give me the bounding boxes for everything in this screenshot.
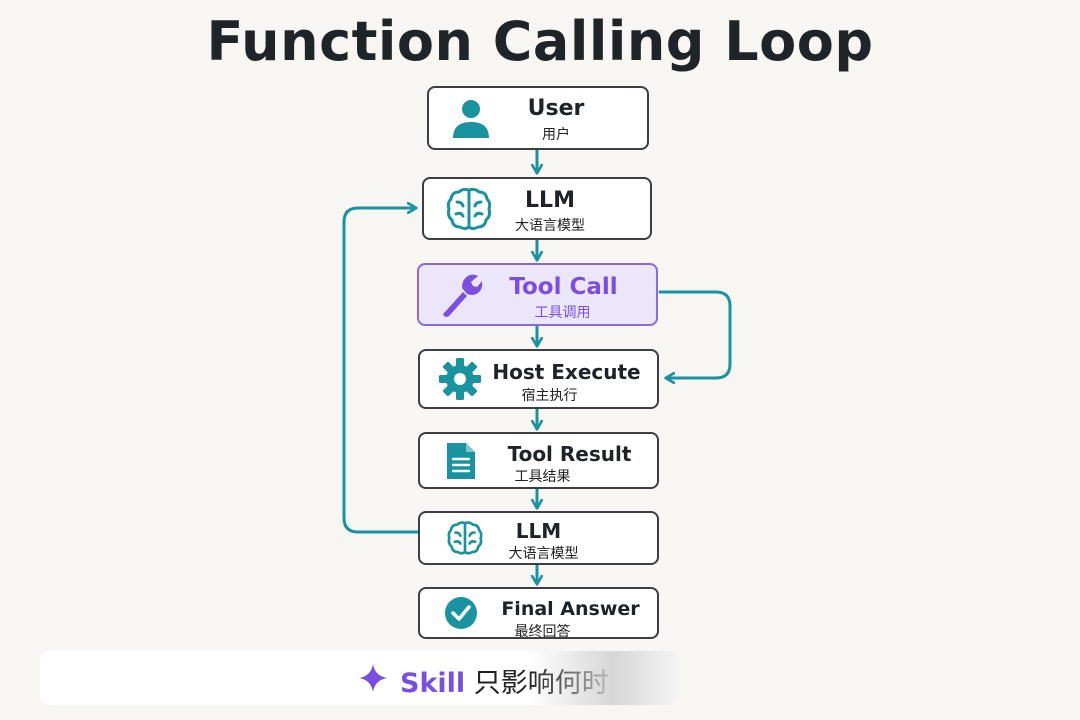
node-label: Final Answer — [501, 598, 640, 620]
brain-icon — [446, 187, 492, 230]
node-sublabel: 用户 — [542, 127, 570, 143]
document-icon — [447, 442, 475, 479]
node-label: User — [527, 96, 585, 121]
wrench-icon — [443, 274, 483, 317]
node-tool-call: Tool Call 工具调用 — [417, 263, 658, 326]
node-llm: LLM 大语言模型 — [422, 177, 652, 240]
check-circle-icon — [445, 597, 477, 629]
gear-icon — [439, 358, 481, 400]
node-label: LLM — [515, 519, 562, 543]
node-final-answer: Final Answer 最终回答 — [418, 587, 659, 640]
node-label: Tool Result — [507, 442, 632, 466]
user-icon — [453, 100, 489, 138]
node-label: Tool Call — [509, 274, 618, 300]
node-llm-second: LLM 大语言模型 — [418, 511, 659, 565]
sparkle-icon — [359, 664, 387, 692]
node-user: User 用户 — [427, 86, 649, 150]
node-sublabel: 宿主执行 — [521, 388, 578, 404]
node-sublabel: 大语言模型 — [508, 546, 579, 562]
arrow-llm-loop-back — [342, 208, 420, 534]
brain-icon — [447, 521, 483, 555]
node-sublabel: 最终回答 — [514, 624, 571, 640]
node-sublabel: 工具调用 — [534, 305, 591, 321]
diagram-title: Function Calling Loop — [206, 10, 874, 73]
arrow-toolcall-to-host-loop — [658, 290, 732, 378]
node-label: LLM — [525, 188, 575, 213]
skill-label: Skill — [400, 668, 466, 699]
node-label: Host Execute — [492, 360, 641, 384]
node-sublabel: 大语言模型 — [515, 218, 585, 234]
skill-caption-bar: Skill 只影响何时 — [40, 651, 680, 705]
overlay-fade — [530, 651, 680, 705]
node-host-execute: Host Execute 宿主执行 — [418, 349, 659, 409]
node-tool-result: Tool Result 工具结果 — [418, 432, 659, 489]
node-sublabel: 工具结果 — [514, 469, 571, 485]
